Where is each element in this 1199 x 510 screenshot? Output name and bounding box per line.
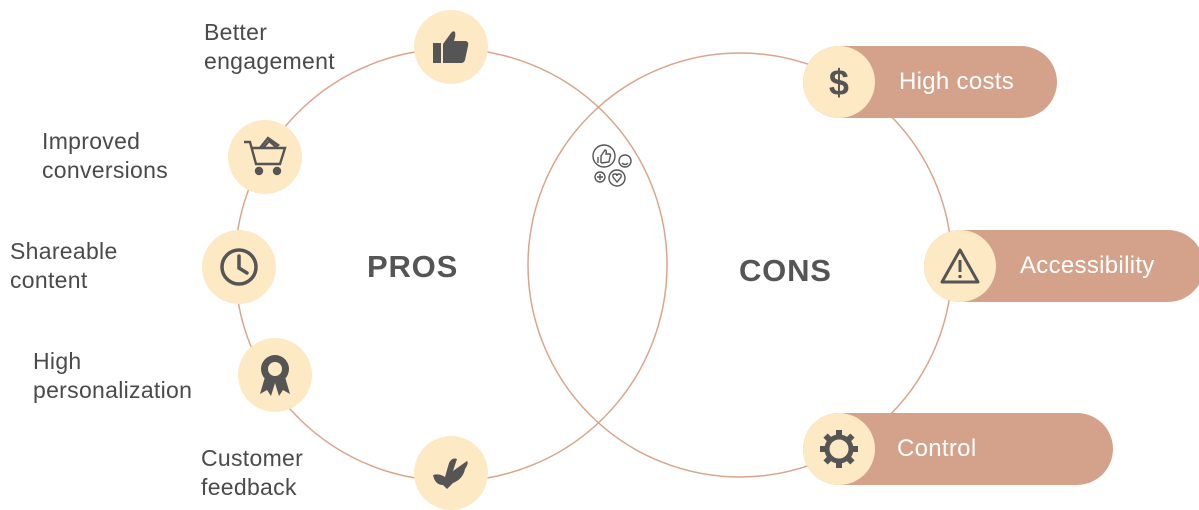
thumbs-up-icon bbox=[414, 10, 488, 84]
cons-pill-high-costs: $ High costs bbox=[803, 46, 1057, 118]
reactions-icon bbox=[588, 142, 636, 190]
cons-label-control: Control bbox=[897, 435, 977, 462]
warning-icon bbox=[924, 230, 996, 302]
dollar-icon: $ bbox=[803, 46, 875, 118]
clock-icon bbox=[202, 230, 276, 304]
cons-label-high-costs: High costs bbox=[899, 68, 1015, 95]
award-ribbon-icon bbox=[238, 338, 312, 412]
gear-icon bbox=[803, 413, 875, 485]
cons-label-accessibility: Accessibility bbox=[1020, 252, 1155, 279]
cons-title: CONS bbox=[739, 253, 832, 288]
dove-icon bbox=[414, 436, 488, 510]
cons-pill-control: Control bbox=[803, 413, 1113, 485]
pros-title: PROS bbox=[367, 249, 459, 284]
cons-pill-accessibility: Accessibility bbox=[924, 230, 1199, 302]
shopping-cart-icon bbox=[228, 120, 302, 194]
svg-text:$: $ bbox=[829, 62, 849, 102]
